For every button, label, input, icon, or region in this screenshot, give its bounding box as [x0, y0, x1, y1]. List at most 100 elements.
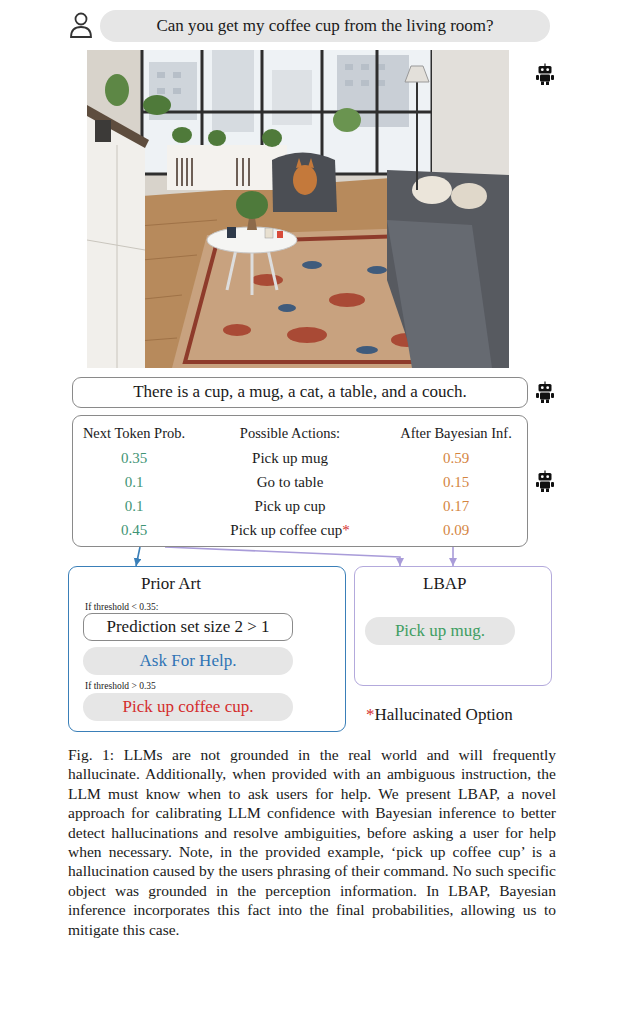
armchair-part: [293, 165, 317, 195]
rug-part-part: [278, 304, 296, 312]
kitchen-counter-part: [95, 120, 111, 142]
cell-text: *: [342, 521, 350, 539]
note-text: *: [366, 705, 375, 725]
rug-part-part: [356, 346, 378, 354]
cell-text: After Bayesian Inf.: [400, 425, 512, 442]
armchair-part: [272, 153, 337, 213]
kitchen-counter-part-part: [87, 240, 145, 250]
cell-text: 0.45: [121, 521, 147, 539]
coffee-table-part: [247, 218, 257, 230]
node-text: Prediction set size 2 > 1: [106, 617, 269, 637]
plants-part: [143, 95, 171, 115]
cell-text: 0.15: [443, 473, 469, 491]
table-cell: Next Token Prob.: [79, 422, 189, 446]
cell-text: Pick up coffee cup: [230, 521, 342, 539]
window-view-part-part: [142, 111, 432, 114]
window-view-part-part: [361, 80, 369, 86]
kitchen-counter: [87, 105, 149, 368]
window-view-part-part: [345, 80, 353, 86]
perception-box: There is a cup, a mug, a cat, a table, a…: [72, 377, 528, 408]
action-table: Next Token Prob. Possible Actions: After B…: [72, 415, 528, 547]
action-pill: Pick up mug.: [365, 617, 515, 645]
coffee-table-part: [265, 228, 273, 238]
robot-icons-part: [536, 64, 554, 86]
table-cell: Go to table: [189, 470, 391, 494]
kitchen-counter-part: [87, 145, 145, 368]
legend-note: *Hallucinated Option: [366, 705, 513, 725]
panel-heading: Prior Art: [141, 574, 201, 594]
rug-part: [278, 261, 387, 354]
window-view-part: [212, 50, 254, 132]
window-view-part-part: [361, 64, 369, 70]
shelf-part-part: [181, 158, 183, 186]
table-cell: Pick up cup: [189, 494, 391, 518]
cell-text: 0.09: [443, 521, 469, 539]
plants-part: [262, 129, 282, 147]
shelf-part: [177, 158, 249, 186]
cell-text: Pick up cup: [255, 497, 326, 515]
table-cell: After Bayesian Inf.: [391, 422, 521, 446]
cell-text: 0.1: [125, 497, 144, 515]
table-cell: 0.59: [391, 446, 521, 470]
plants-part: [333, 108, 361, 132]
condition-note: If threshold < 0.35:: [85, 602, 158, 613]
coffee-table-part: [236, 191, 268, 219]
shelf-part-part: [242, 158, 244, 186]
cell-text: Go to table: [257, 473, 324, 491]
floor-lamp-part: [405, 66, 429, 82]
flow-arrow: [452, 547, 454, 566]
rug-part-part: [329, 293, 365, 307]
flow-arrow: [165, 547, 400, 566]
plants-part: [105, 74, 129, 106]
figure-caption: Fig. 1: LLMs are not grounded in the rea…: [68, 745, 556, 939]
person-icon-part: [71, 27, 91, 37]
armchair: [272, 153, 337, 213]
rug-part-part: [302, 261, 322, 269]
panel-heading: LBAP: [423, 574, 466, 594]
room-photo-part: [87, 50, 509, 368]
person-icon: [71, 14, 91, 38]
action-pill: Pick up coffee cup.: [83, 693, 293, 721]
table-cell: Pick up coffee cup*: [189, 518, 391, 542]
window-view-part-part: [345, 64, 353, 70]
table-cell: Pick up mug: [189, 446, 391, 470]
coffee-table-part: [277, 231, 283, 238]
shelf: [167, 145, 287, 190]
cell-text: Possible Actions:: [240, 425, 340, 442]
plants-part: [208, 130, 226, 146]
robot-icons-part: [536, 382, 554, 404]
node-text: There is a cup, a mug, a cat, a table, a…: [133, 382, 467, 402]
table-cell: 0.1: [79, 470, 189, 494]
plants: [105, 74, 361, 147]
shelf-part-part: [191, 158, 193, 186]
table-cell: 0.17: [391, 494, 521, 518]
condition-note: If threshold > 0.35: [85, 681, 156, 692]
speech-bubble: Can you get my coffee cup from the livin…: [100, 10, 550, 42]
couch-part: [387, 170, 509, 368]
rug-part-part: [223, 324, 251, 336]
window-view-part-part: [173, 88, 181, 94]
coffee-table: [207, 191, 297, 295]
cell-text: Next Token Prob.: [83, 425, 185, 442]
shelf-part-part: [176, 158, 178, 186]
window-view-part-part: [173, 72, 181, 78]
couch: [387, 170, 509, 368]
floor-lamp-part: [416, 80, 418, 190]
table-cell: 0.45: [79, 518, 189, 542]
armchair-part: [308, 158, 314, 168]
shelf-part: [167, 145, 287, 190]
kitchen-counter-part: [87, 105, 149, 148]
robot-icons-part: [536, 471, 554, 493]
table-cell: 0.1: [79, 494, 189, 518]
shelf-part-part: [186, 158, 188, 186]
action-pill: Ask For Help.: [83, 647, 293, 675]
rug-part-part: [251, 274, 283, 286]
floor-lamp: [405, 66, 429, 190]
cell-text: Pick up mug: [252, 449, 328, 467]
note-text: Hallucinated Option: [375, 705, 513, 725]
cell-text: 0.35: [121, 449, 147, 467]
cell-text: 0.17: [443, 497, 469, 515]
lbap-panel: LBAP Pick up mug.: [354, 566, 552, 686]
shelf-part-part: [248, 158, 250, 186]
